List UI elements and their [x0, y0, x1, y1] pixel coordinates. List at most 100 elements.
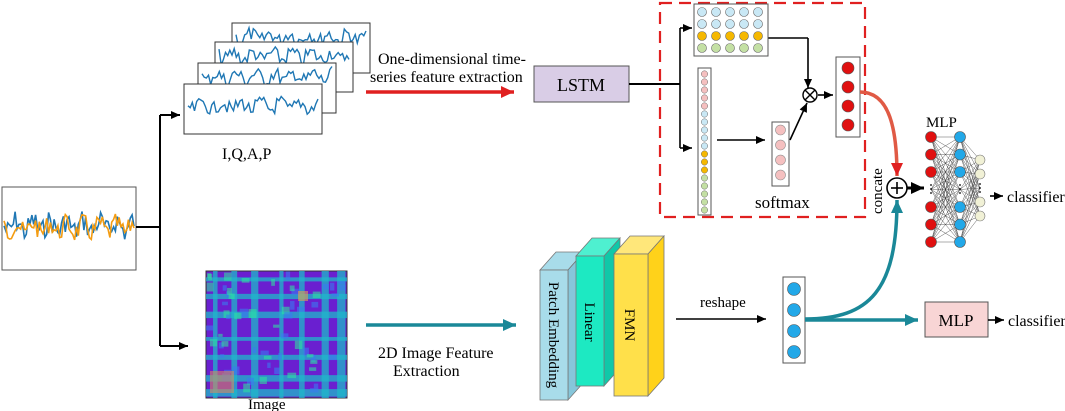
attention-connectors: [679, 24, 833, 152]
vector-node: [701, 86, 708, 94]
matrix-node: [753, 7, 763, 17]
output-node: [841, 99, 855, 113]
softmax-node: [775, 139, 786, 151]
vector-node: [701, 102, 708, 110]
concate-label: concate: [870, 168, 886, 214]
mlp-edge: [930, 189, 961, 243]
twod-label-line2: Extraction: [393, 363, 460, 380]
vector-node: [701, 94, 708, 102]
mlp-input-node: [925, 166, 937, 178]
input-signal-plot: [1, 186, 137, 271]
vector-node: [701, 78, 708, 86]
image-band: [299, 271, 305, 398]
image-band: [206, 389, 347, 397]
reshape-node: [787, 324, 801, 338]
mlp-edge: [959, 187, 981, 243]
image-band: [206, 311, 347, 319]
image-texture: [274, 367, 280, 375]
twod-label-line1: 2D Image Feature: [378, 345, 494, 362]
recurrence-image: [205, 270, 348, 399]
mlp-hidden-node: [954, 148, 966, 161]
image-texture: [280, 333, 289, 339]
ellipsis-dot: [930, 192, 932, 194]
image-label: Image: [248, 397, 286, 411]
mlp-edge: [930, 136, 961, 208]
image-texture: [310, 360, 318, 364]
vector-node: [701, 70, 708, 78]
mlp-edge: [959, 187, 981, 225]
image-texture: [296, 306, 305, 312]
image-band: [206, 293, 347, 300]
matrix-node: [739, 19, 749, 29]
image-band: [251, 271, 259, 398]
vector-node: [701, 150, 708, 158]
image-texture: [337, 281, 346, 285]
multiply-operator-icon: [802, 87, 818, 103]
mlp-output-node: [974, 210, 986, 222]
output-node: [841, 118, 855, 132]
reshape-label: reshape: [700, 295, 746, 311]
image-texture: [311, 301, 319, 308]
matrix-node: [711, 19, 721, 29]
mlp-edge: [930, 136, 961, 190]
time-series-stack: [183, 22, 371, 135]
mlp-edge: [959, 173, 981, 208]
mlp-edge: [959, 159, 981, 190]
mlp-edge: [959, 189, 981, 217]
image-band: [206, 277, 347, 282]
image-texture: [328, 354, 337, 361]
softmax-label: softmax: [755, 193, 810, 212]
matrix-node: [711, 31, 721, 41]
image-texture: [223, 310, 230, 318]
one-dim-label-line1: One-dimensional time-: [378, 51, 526, 68]
output-node: [841, 61, 855, 75]
mlp-hidden-node: [954, 166, 966, 178]
image-band: [321, 271, 329, 398]
image-texture: [226, 314, 231, 320]
matrix-node: [697, 7, 707, 17]
linear-label: Linear: [581, 302, 597, 341]
image-texture: [260, 350, 269, 355]
mlp-edge: [930, 206, 961, 243]
mlp-edge: [959, 173, 981, 225]
matrix-node: [739, 43, 749, 53]
mlp-output-node: [974, 154, 986, 166]
ellipsis-dot: [959, 192, 961, 194]
image-texture: [289, 285, 295, 292]
teal-curve-to-concat: [804, 199, 903, 321]
image-texture: [259, 376, 267, 385]
output-node: [841, 80, 855, 94]
image-texture: [291, 288, 300, 295]
image-highlight: [210, 371, 234, 393]
lstm-block: LSTM: [533, 65, 630, 103]
softmax-node: [775, 124, 786, 136]
matrix-node: [697, 19, 707, 29]
image-texture: [281, 306, 290, 315]
image-texture: [206, 325, 214, 331]
vector-node: [701, 126, 708, 134]
mlp-top-label: MLP: [926, 115, 957, 131]
mlp-edge: [959, 159, 981, 208]
image-texture: [287, 372, 297, 379]
image-texture: [209, 339, 218, 347]
mlp-input-node: [925, 131, 937, 143]
image-texture: [220, 354, 225, 358]
image-texture: [331, 293, 339, 297]
image-texture: [271, 279, 275, 286]
ellipsis-dot: [979, 183, 981, 185]
matrix-node: [697, 31, 707, 41]
image-texture: [285, 271, 291, 281]
red-curve-to-concat: [859, 90, 903, 177]
image-band: [213, 271, 218, 398]
mlp-edge: [930, 171, 961, 243]
image-texture: [218, 333, 223, 337]
image-texture: [222, 301, 228, 306]
vector-node: [701, 182, 708, 190]
iqap-label: I,Q,A,P: [222, 146, 271, 163]
mlp-edge: [959, 187, 981, 190]
vector-node: [701, 198, 708, 206]
image-texture: [234, 312, 242, 320]
image-texture: [224, 272, 232, 281]
image-texture: [303, 347, 309, 356]
